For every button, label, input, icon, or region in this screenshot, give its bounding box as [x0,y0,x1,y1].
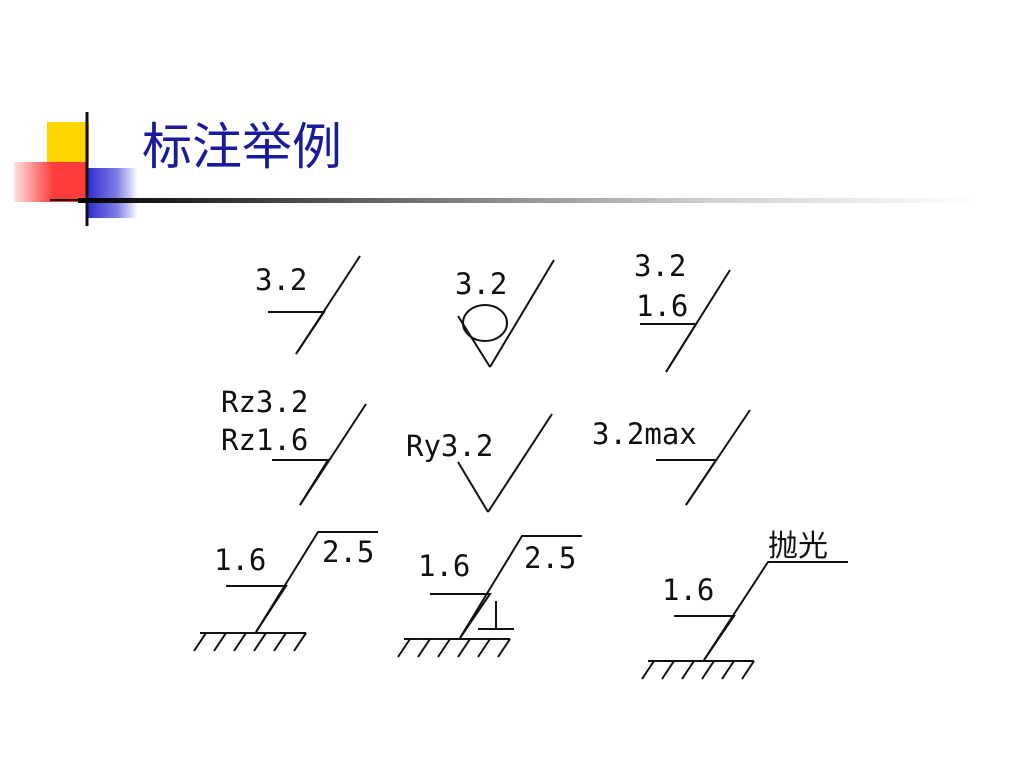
symbol-9-hatch [641,660,655,680]
symbol-7-long-leg-extension [255,531,378,633]
symbol-5: Ry3.2 [406,413,553,513]
symbol-7-extension-label: 2.5 [322,535,374,569]
symbol-9-label: 1.6 [662,573,714,607]
symbol-3-label-upper: 3.2 [634,249,686,283]
symbol-7-hatch [193,632,207,652]
symbol-2-long-leg [489,259,555,368]
symbol-7: 1.6 2.5 [193,531,378,652]
symbol-2: 3.2 [455,259,555,368]
symbol-8: 1.6 2.5 [397,535,582,658]
symbol-9-extension-label: 抛光 [768,529,828,564]
symbol-1: 3.2 [255,255,361,355]
symbol-5-long-leg [487,413,553,513]
symbol-4-long-leg [299,403,367,506]
symbol-2-label: 3.2 [455,267,507,301]
symbol-7-label: 1.6 [214,543,266,577]
symbol-6-label: 3.2max [592,417,697,451]
slide-corner-decoration [14,112,150,226]
symbol-8-long-leg-extension [459,535,582,639]
symbol-3-label-lower: 1.6 [636,289,688,323]
symbol-9-triangle [674,615,736,661]
symbol-4-label-upper: Rz3.2 [221,385,308,419]
symbol-1-triangle [268,311,326,355]
symbol-4-label-lower: Rz1.6 [221,423,308,457]
symbol-8-extension-label: 2.5 [524,541,576,575]
deco-red-bar [14,162,86,202]
symbol-9-long-leg-extension [703,561,848,661]
symbol-1-label: 3.2 [255,263,307,297]
symbol-8-triangle [430,593,492,639]
symbol-9: 1.6 抛光 [641,529,848,680]
symbol-6-triangle [656,459,718,506]
slide-title: 标注举例 [142,118,342,176]
symbol-3-long-leg [665,269,731,373]
symbol-3: 3.2 1.6 [634,249,731,373]
symbol-2-circle [462,304,508,342]
deco-blue-square [86,168,138,218]
deco-yellow-square [47,122,89,164]
symbol-3-triangle [640,323,698,373]
symbol-8-hatch [397,638,411,658]
symbol-6-long-leg [685,409,751,506]
symbol-4: Rz3.2 Rz1.6 [221,385,367,506]
symbol-5-short-leg [457,461,489,513]
symbol-6: 3.2max [592,409,751,506]
title-underline [78,198,978,203]
symbol-8-label: 1.6 [418,549,470,583]
symbol-5-label: Ry3.2 [406,429,493,463]
symbol-7-triangle [226,585,288,633]
symbol-1-long-leg [295,255,361,355]
symbol-4-triangle [272,459,330,506]
